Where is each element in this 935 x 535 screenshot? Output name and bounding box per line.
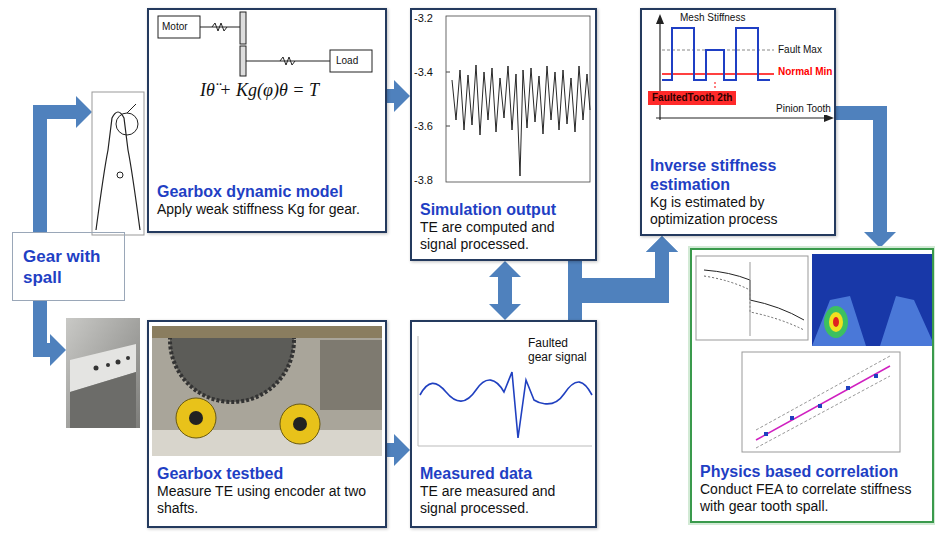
- stiffness-chart: [656, 14, 834, 122]
- level-label: Normal Min: [778, 66, 832, 78]
- node-text: Measure TE using encoder at two shafts.: [157, 483, 377, 517]
- block-arrow: [575, 236, 678, 320]
- spall-photo: [66, 318, 140, 428]
- tooth-sketch: [92, 92, 144, 235]
- part-name: Motor: [162, 21, 188, 33]
- node-text: TE are measured and signal processed.: [420, 483, 587, 517]
- node-title: Simulation output: [420, 200, 587, 219]
- arrow-head: [394, 80, 410, 112]
- node-text: TE are computed and signal processed.: [420, 219, 587, 253]
- arrow-body: [836, 113, 880, 232]
- block-arrow: [387, 434, 410, 466]
- node-title: Gearbox testbed: [157, 464, 377, 483]
- axis-tick: -3.4: [414, 66, 433, 79]
- block-arrow: [387, 80, 410, 112]
- arrow-body: [387, 443, 394, 457]
- axis-label: Pinion Tooth: [776, 103, 831, 115]
- arrow-body: [575, 252, 662, 320]
- axis-label: Mesh Stiffness: [680, 12, 745, 24]
- process-box: Gearbox testbedMeasure TE using encoder …: [147, 320, 387, 528]
- process-box: Gearbox dynamic modelApply weak stiffnes…: [147, 8, 387, 233]
- process-box: Simulation outputTE are computed and sig…: [410, 8, 597, 261]
- node-title: Physics based correlation: [700, 462, 924, 481]
- arrow-head: [646, 236, 678, 252]
- te-chart: [446, 16, 590, 182]
- arrow-head: [864, 232, 896, 248]
- node-text: Conduct FEA to correlate stiffness with …: [700, 481, 924, 515]
- block-arrow: [489, 261, 521, 320]
- equation: Iθ̈ + Kg(φ)θ = T: [200, 80, 319, 102]
- node-title: Gear with spall: [23, 246, 114, 288]
- fault-tag: FaultedTooth 2th: [648, 91, 736, 105]
- arrow-body: [387, 89, 394, 103]
- node-title: Gearbox dynamic model: [157, 182, 377, 201]
- arrow-head: [646, 236, 678, 252]
- arrow-head: [489, 304, 521, 320]
- result-box: Physics based correlationConduct FEA to …: [690, 248, 934, 523]
- start-box: Gear with spall: [12, 232, 125, 301]
- node-title: Measured data: [420, 464, 587, 483]
- node-title: Inverse stiffness estimation: [650, 156, 826, 194]
- part-name: Load: [336, 55, 358, 67]
- level-label: Fault Max: [778, 44, 822, 56]
- signal-note: Faulted gear signal: [528, 336, 594, 365]
- gearbox-schematic: [158, 12, 372, 76]
- axis-tick: -3.2: [414, 12, 433, 25]
- axis-tick: -3.6: [414, 120, 433, 133]
- arrow-body: [498, 277, 512, 304]
- fea-charts: [696, 254, 932, 452]
- arrow-head: [394, 434, 410, 466]
- testbed-photo: [152, 326, 382, 456]
- node-text: Apply weak stiffness Kg for gear.: [157, 201, 377, 218]
- process-box: Inverse stiffness estimationKg is estima…: [640, 8, 836, 236]
- axis-tick: -3.8: [414, 174, 433, 187]
- node-text: Kg is estimated by optimization process: [650, 194, 826, 228]
- arrow-head: [489, 261, 521, 277]
- block-arrow: [836, 113, 896, 248]
